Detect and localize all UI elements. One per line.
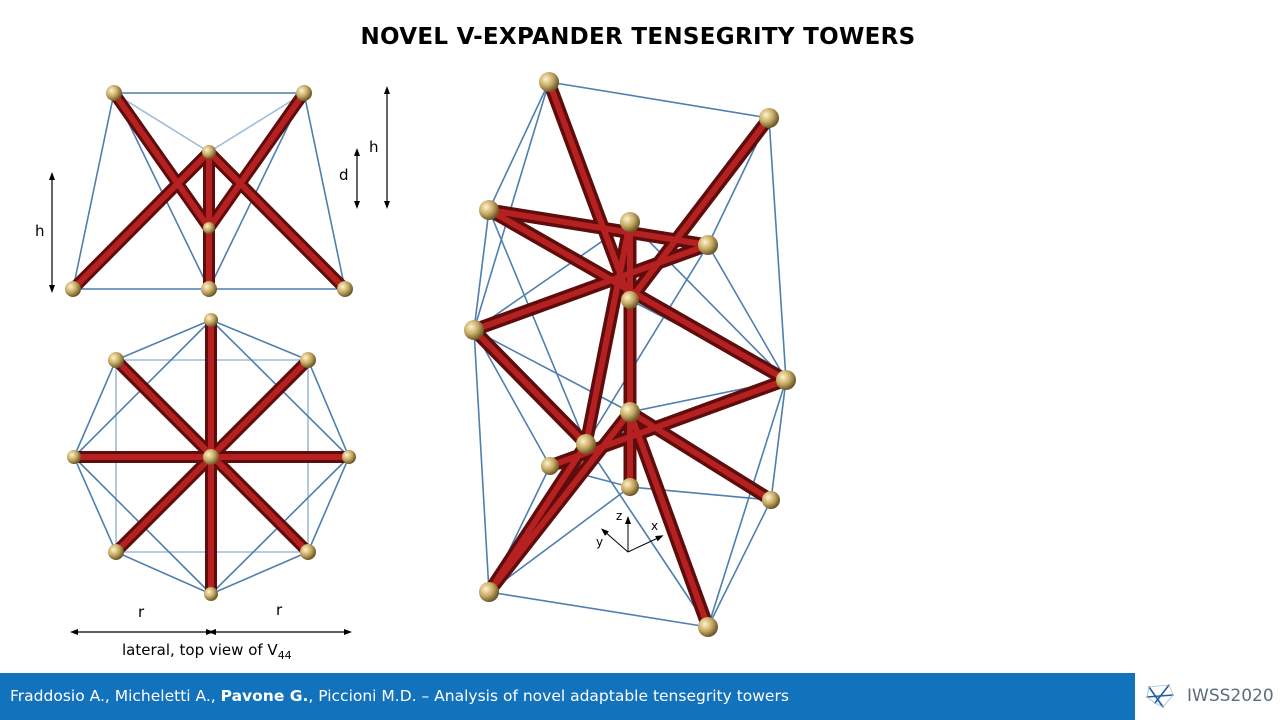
axis-z-label: z xyxy=(616,509,622,523)
figure-caption: lateral, top view of V44 xyxy=(122,641,292,662)
conference-logo: IWSS2020 xyxy=(1135,673,1280,720)
axis-triad xyxy=(600,516,664,553)
page-title: NOVEL V-EXPANDER TENSEGRITY TOWERS xyxy=(360,24,916,50)
lateral-nodes xyxy=(65,85,353,297)
lateral-view xyxy=(65,85,353,297)
conference-logo-icon xyxy=(1146,684,1174,708)
top-view xyxy=(67,313,356,601)
footer-bar: Fraddosio A., Micheletti A., Pavone G., … xyxy=(0,673,1280,720)
dimension-arrows xyxy=(49,86,390,293)
tower-bars xyxy=(467,75,793,634)
footer-citation: Fraddosio A., Micheletti A., Pavone G., … xyxy=(10,687,789,705)
conference-logo-text: IWSS2020 xyxy=(1187,686,1274,706)
axis-y-label: y xyxy=(596,535,603,549)
tower-nodes xyxy=(464,72,796,637)
figure-canvas: h d h xyxy=(35,72,796,662)
top-view-nodes xyxy=(67,313,356,601)
tower-3d xyxy=(464,72,796,637)
d-label: d xyxy=(339,166,349,184)
r-left-label: r xyxy=(138,603,145,621)
h-left-label: h xyxy=(35,222,45,240)
axis-x-label: x xyxy=(651,519,658,533)
r-right-label: r xyxy=(276,601,283,619)
h-right-label: h xyxy=(369,138,379,156)
lateral-bars xyxy=(67,87,351,295)
